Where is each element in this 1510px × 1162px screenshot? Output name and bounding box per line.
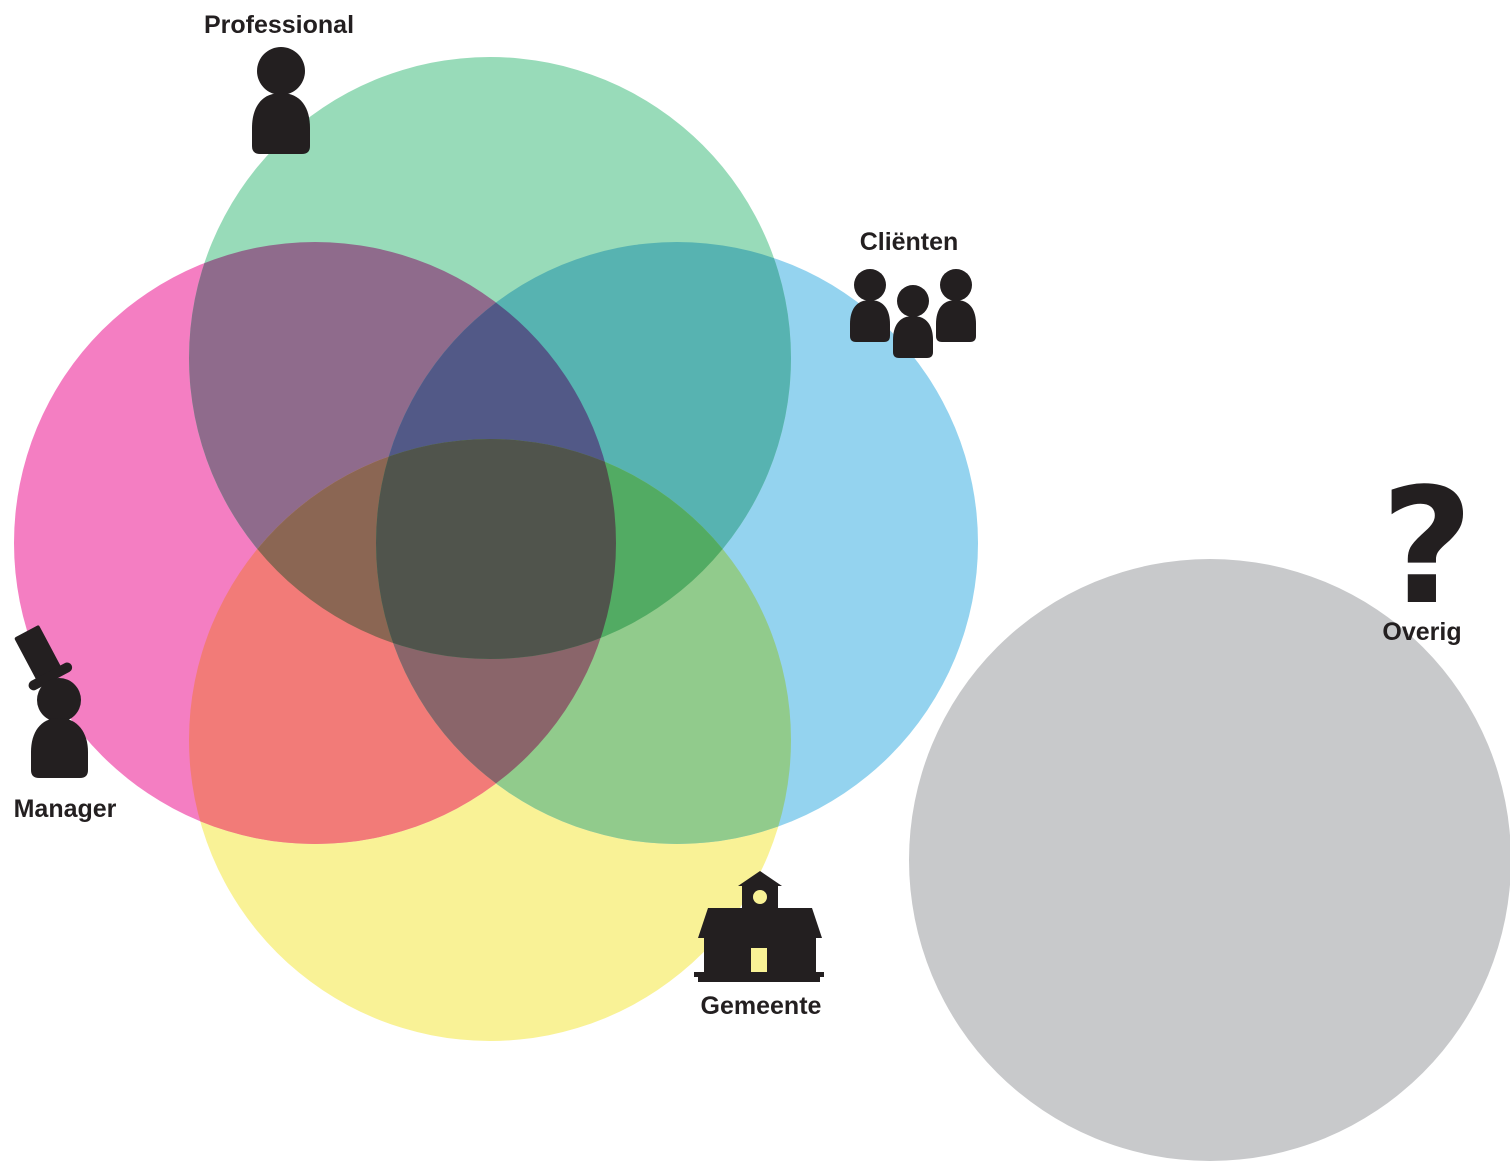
overlap-professional-clienten-gemeente: [376, 439, 791, 659]
overlap-manager-clienten-gemeente: [376, 439, 616, 844]
label-overig: Overig: [1382, 618, 1461, 646]
label-manager: Manager: [14, 795, 117, 823]
label-gemeente: Gemeente: [701, 992, 822, 1020]
town-hall-door: [751, 948, 767, 972]
circle-overig: [909, 559, 1510, 1161]
label-professional: Professional: [204, 11, 354, 39]
overlap-professional-manager-clienten: [376, 242, 616, 659]
label-clienten: Cliënten: [860, 228, 959, 256]
top-hat-person-icon: [14, 625, 88, 778]
question-mark-icon: ?: [1381, 453, 1474, 640]
people-group-icon: [850, 269, 976, 358]
overlap-professional-manager-gemeente: [189, 439, 616, 659]
person-icon: [252, 47, 310, 154]
town-hall-window: [753, 890, 767, 904]
